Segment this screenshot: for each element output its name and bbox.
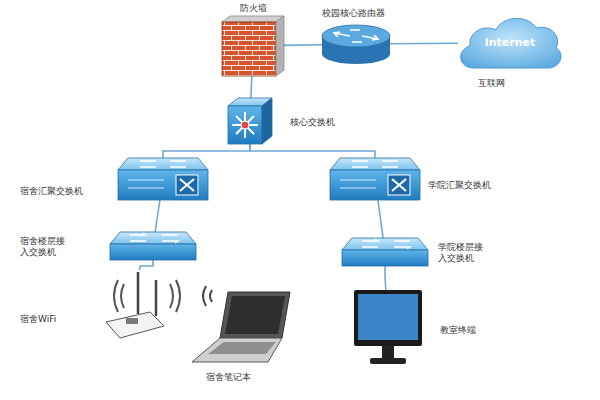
network-link xyxy=(284,44,322,46)
device-node: 宿舍WiFi xyxy=(104,270,168,340)
router-top xyxy=(322,25,390,47)
wifi-body xyxy=(106,312,164,338)
core-switch-front xyxy=(228,106,262,144)
network-link xyxy=(384,266,386,290)
device-label: 互联网 xyxy=(478,78,505,89)
core-switch-icon xyxy=(228,98,272,144)
network-link xyxy=(163,144,250,158)
firewall-wall xyxy=(222,22,276,76)
network-link xyxy=(390,42,458,44)
dorm-access-switch-icon xyxy=(110,232,196,260)
router-icon xyxy=(322,25,390,64)
monitor-neck xyxy=(382,346,394,358)
device-label: 学院汇聚交换机 xyxy=(428,180,491,191)
firewall-side xyxy=(276,16,284,76)
firewall-cap xyxy=(222,16,284,22)
network-link xyxy=(250,76,253,98)
laptop-icon xyxy=(192,292,290,362)
college-access-switch-icon xyxy=(342,238,428,266)
firewall-icon xyxy=(222,16,284,76)
device-node: 教室终端 xyxy=(354,290,422,366)
cloud-text: Internet xyxy=(485,36,536,50)
device-node: 学院楼层接入交换机 xyxy=(342,238,428,266)
wireless-signal xyxy=(203,286,212,306)
internet-cloud xyxy=(461,18,561,68)
device-label: 学院楼层接入交换机 xyxy=(438,242,488,265)
monitor-foot xyxy=(370,358,406,364)
router-arrows xyxy=(334,30,378,42)
monitor-screen xyxy=(358,294,418,340)
wifi-logo xyxy=(126,318,138,324)
device-node: 学院汇聚交换机 xyxy=(330,158,420,200)
device-label: 宿舍笔记本 xyxy=(206,372,251,383)
core-switch-star xyxy=(232,112,258,138)
wifi-antenna xyxy=(155,280,158,316)
device-node: 防火墙 xyxy=(222,16,284,76)
device-node: 校园核心路由器 xyxy=(322,24,390,64)
monitor-icon xyxy=(354,290,422,364)
dorm-aggregation-switch-icon xyxy=(118,158,208,200)
device-label: 宿舍WiFi xyxy=(20,314,56,325)
device-node: 宿舍汇聚交换机 xyxy=(118,158,208,200)
cloud-shape xyxy=(461,18,561,68)
wifi-antenna xyxy=(137,272,140,314)
wifi-waves xyxy=(114,280,180,312)
laptop-screen-frame xyxy=(220,292,290,338)
device-label: 核心交换机 xyxy=(290,117,335,128)
device-node: 宿舍楼层接入交换机 xyxy=(110,232,196,260)
device-node: 宿舍笔记本 xyxy=(190,290,292,364)
network-link xyxy=(250,144,375,158)
device-label: 校园核心路由器 xyxy=(322,8,385,19)
monitor-frame xyxy=(354,290,422,346)
laptop-keyboard xyxy=(208,342,276,354)
laptop-screen xyxy=(225,296,285,334)
device-label: 教室终端 xyxy=(440,325,476,336)
core-switch-hub xyxy=(241,121,249,129)
device-label: 防火墙 xyxy=(240,3,267,14)
network-link xyxy=(155,200,160,232)
device-node: Internet互联网 xyxy=(458,16,562,70)
network-link xyxy=(140,260,153,270)
device-label: 宿舍楼层接入交换机 xyxy=(20,236,70,259)
laptop-base xyxy=(192,338,282,362)
device-label: 宿舍汇聚交换机 xyxy=(20,186,83,197)
network-link xyxy=(378,200,383,238)
core-switch-side xyxy=(262,98,272,144)
device-node: 核心交换机 xyxy=(228,98,272,144)
college-aggregation-switch-icon xyxy=(330,158,420,200)
wifi-router-icon xyxy=(106,272,180,338)
